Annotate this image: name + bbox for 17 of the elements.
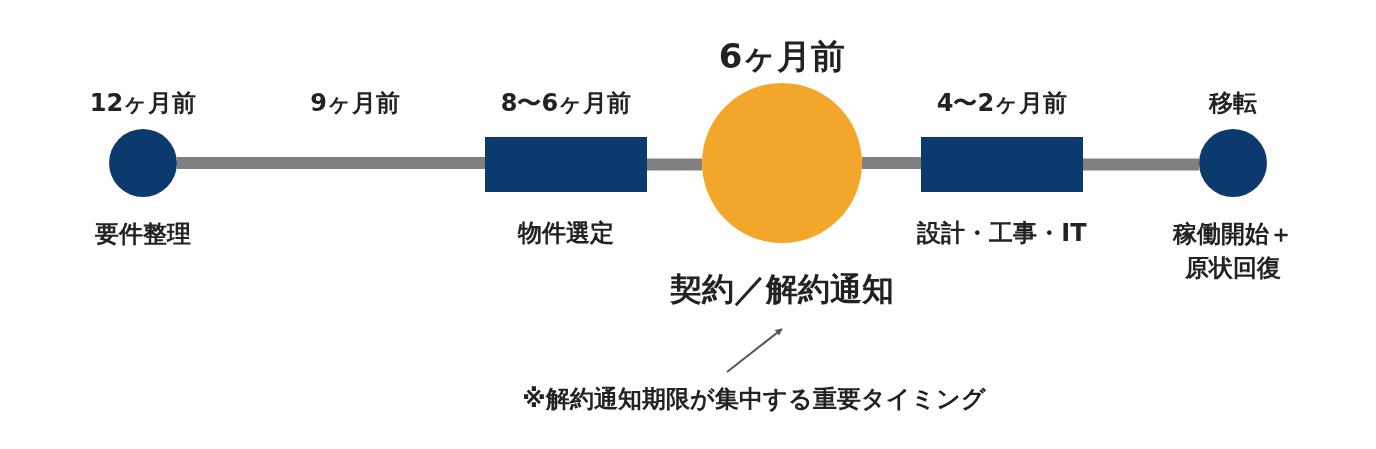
task-label: 稼働開始＋原状回復 bbox=[1171, 219, 1294, 284]
arrow bbox=[726, 328, 783, 373]
time-label: 移転 bbox=[1209, 88, 1257, 118]
task-label: 設計・工事・IT bbox=[916, 218, 1088, 249]
task-label: 契約／解約通知 bbox=[669, 269, 895, 309]
timeline-line bbox=[647, 158, 702, 171]
time-label: 9ヶ月前 bbox=[309, 88, 401, 118]
time-label: 4〜2ヶ月前 bbox=[936, 88, 1068, 118]
timeline-line bbox=[177, 157, 485, 169]
time-label: 8〜6ヶ月前 bbox=[500, 88, 632, 118]
timeline-line bbox=[1083, 158, 1199, 171]
time-label: 6ヶ月前 bbox=[718, 35, 846, 78]
timeline-line bbox=[862, 157, 921, 169]
note-text: ※解約通知期限が集中する重要タイミング bbox=[482, 382, 1026, 416]
task-label: 要件整理 bbox=[94, 219, 192, 250]
task-label: 物件選定 bbox=[516, 218, 615, 249]
time-label: 12ヶ月前 bbox=[89, 88, 197, 118]
